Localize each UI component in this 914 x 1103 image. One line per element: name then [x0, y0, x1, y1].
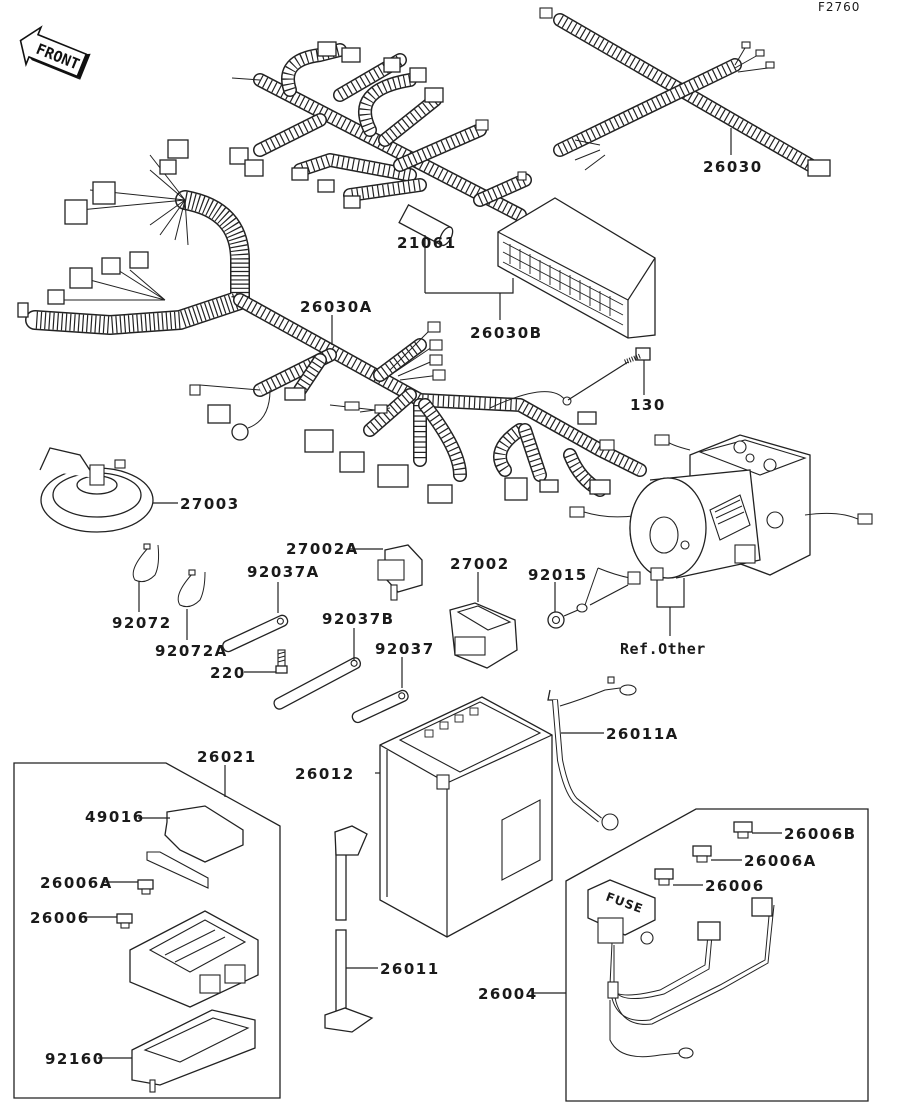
band-92072 — [132, 543, 160, 583]
callout-26006a-left: 26006A — [40, 874, 113, 892]
callout-26011a: 26011A — [606, 725, 679, 743]
band-92037b — [273, 657, 362, 710]
fuse-block — [129, 910, 259, 1008]
callout-26006-right: 26006 — [705, 877, 765, 895]
nut-92015 — [547, 567, 641, 629]
callout-26012: 26012 — [295, 765, 355, 783]
callout-92160: 92160 — [45, 1050, 105, 1068]
callout-26030a: 26030A — [300, 298, 373, 316]
fuse-26006b — [733, 821, 753, 839]
band-92037a — [222, 614, 289, 653]
figure-code: F2760 — [818, 0, 860, 14]
tube-21061 — [398, 204, 454, 247]
callout-26006a-right: 26006A — [744, 852, 817, 870]
front-arrow-icon: FRONT — [19, 25, 91, 80]
lead-26011 — [324, 825, 374, 1033]
connector-icon — [807, 159, 831, 177]
screw-220 — [275, 649, 288, 674]
callout-92037: 92037 — [375, 640, 435, 658]
callout-26021: 26021 — [197, 748, 257, 766]
callout-92072: 92072 — [112, 614, 172, 632]
cover-49016 — [146, 805, 244, 889]
callout-26006-left: 26006 — [30, 909, 90, 927]
main-harness-26030a — [17, 41, 647, 518]
fuse-26006-left — [116, 913, 133, 929]
callout-26030b: 26030B — [470, 324, 543, 342]
abs-unit — [629, 434, 873, 581]
callout-49016: 49016 — [85, 808, 145, 826]
relay-27002 — [449, 602, 518, 669]
callout-27002: 27002 — [450, 555, 510, 573]
band-92072a — [177, 569, 206, 608]
callout-21061: 21061 — [397, 234, 457, 252]
fuse-26006a-left — [137, 879, 154, 895]
battery-26012 — [379, 696, 553, 938]
callout-27002a: 27002A — [286, 540, 359, 558]
callout-92037b: 92037B — [322, 610, 395, 628]
fuse-holder: FUSE — [587, 879, 775, 1059]
relay-27002a — [377, 544, 423, 601]
horn-27003 — [39, 447, 154, 533]
callout-92037a: 92037A — [247, 563, 320, 581]
damper-92160 — [131, 1009, 256, 1093]
bolt-130 — [567, 347, 651, 401]
callout-220: 220 — [210, 664, 246, 682]
rear-harness-26030 — [539, 7, 831, 177]
callout-26004: 26004 — [478, 985, 538, 1003]
fuse-26006-right — [654, 868, 674, 886]
callout-27003: 27003 — [180, 495, 240, 513]
fuse-harness-frame — [565, 808, 869, 1102]
callout-130: 130 — [630, 396, 666, 414]
callout-26006b: 26006B — [784, 825, 857, 843]
callout-92015: 92015 — [528, 566, 588, 584]
fuse-box-assembly-frame — [13, 762, 281, 1099]
callout-26011: 26011 — [380, 960, 440, 978]
fuse-26006a-right — [692, 845, 712, 863]
band-92037 — [351, 689, 409, 724]
callout-26030: 26030 — [703, 158, 763, 176]
callout-ref-other: Ref.Other — [620, 640, 706, 658]
callout-92072a: 92072A — [155, 642, 228, 660]
lead-26011a — [547, 676, 637, 831]
connector-block-26030b — [497, 197, 656, 339]
